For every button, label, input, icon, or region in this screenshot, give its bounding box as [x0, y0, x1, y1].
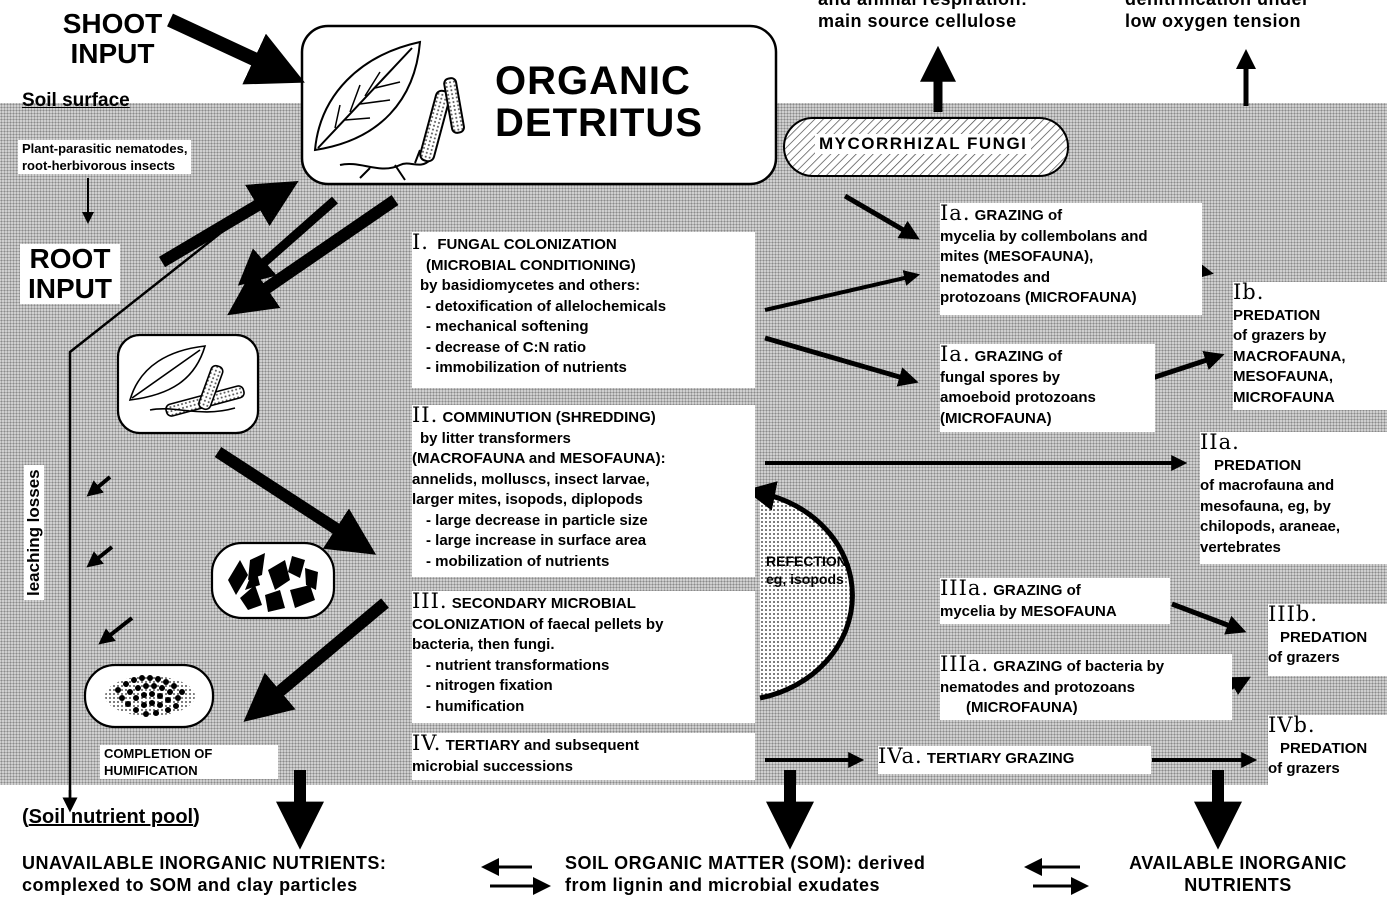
unavailable-nutrients-label: UNAVAILABLE INORGANIC NUTRIENTS:complexe… [22, 853, 387, 895]
refection-label: REFECTION,eg, isopods [766, 553, 851, 587]
organic-detritus-box [300, 24, 778, 186]
stage-IIa-box: IIa. PREDATION of macrofauna and mesofau… [1200, 432, 1387, 564]
stage-IV-box: IV. TERTIARY and subsequent microbial su… [412, 733, 755, 780]
leaching-losses-label: leaching losses [24, 465, 44, 600]
stage-IVb-box: IVb. PREDATION of grazers [1268, 715, 1387, 785]
stage-Ia-mycelia-box: Ia. GRAZING of mycelia by collembolans a… [940, 203, 1202, 315]
stage-III-box: III. SECONDARY MICROBIAL COLONIZATION of… [412, 591, 755, 723]
fragments-icon [228, 553, 318, 612]
stage-IIIa-mycelia-box: IIIa. GRAZING of mycelia by MESOFAUNA [940, 578, 1170, 624]
respiration-note: and animal respiration:main source cellu… [818, 0, 1027, 31]
flow-arrows [82, 13, 1258, 895]
litter-box-leaf [116, 333, 260, 435]
root-herbivores-box: Plant-parasitic nematodes,root-herbivoro… [18, 140, 192, 174]
leaf-fragment-icon [128, 345, 245, 417]
stage-IIIa-bacteria-box: IIIa. GRAZING of bacteria by nematodes a… [940, 654, 1232, 720]
leaching-line [68, 189, 276, 800]
soil-surface-label: Soil surface [22, 90, 130, 111]
stage-Ib-box: Ib. PREDATION of grazers by MACROFAUNA, … [1233, 282, 1387, 410]
stage-II-box: II. COMMINUTION (SHREDDING) by litter tr… [412, 405, 755, 577]
soil-nutrient-pool-label: (Soil nutrient pool) [22, 806, 200, 828]
pellets-icon [105, 675, 195, 717]
denitrification-note: denitrification underlow oxygen tension [1125, 0, 1309, 31]
stage-Ia-spores-box: Ia. GRAZING of fungal spores by amoeboid… [940, 344, 1155, 432]
mycorrhizal-fungi-label: MYCORRHIZAL FUNGI [815, 134, 1032, 154]
stage-IIIb-box: IIIb. PREDATION of grazers [1268, 604, 1387, 676]
stage-I-box: I. FUNGAL COLONIZATION (MICROBIAL CONDIT… [412, 232, 755, 388]
stage-IVa-box: IVa. TERTIARY GRAZING [878, 746, 1151, 774]
leaf-icon [313, 40, 465, 181]
refection-loop [760, 493, 853, 698]
